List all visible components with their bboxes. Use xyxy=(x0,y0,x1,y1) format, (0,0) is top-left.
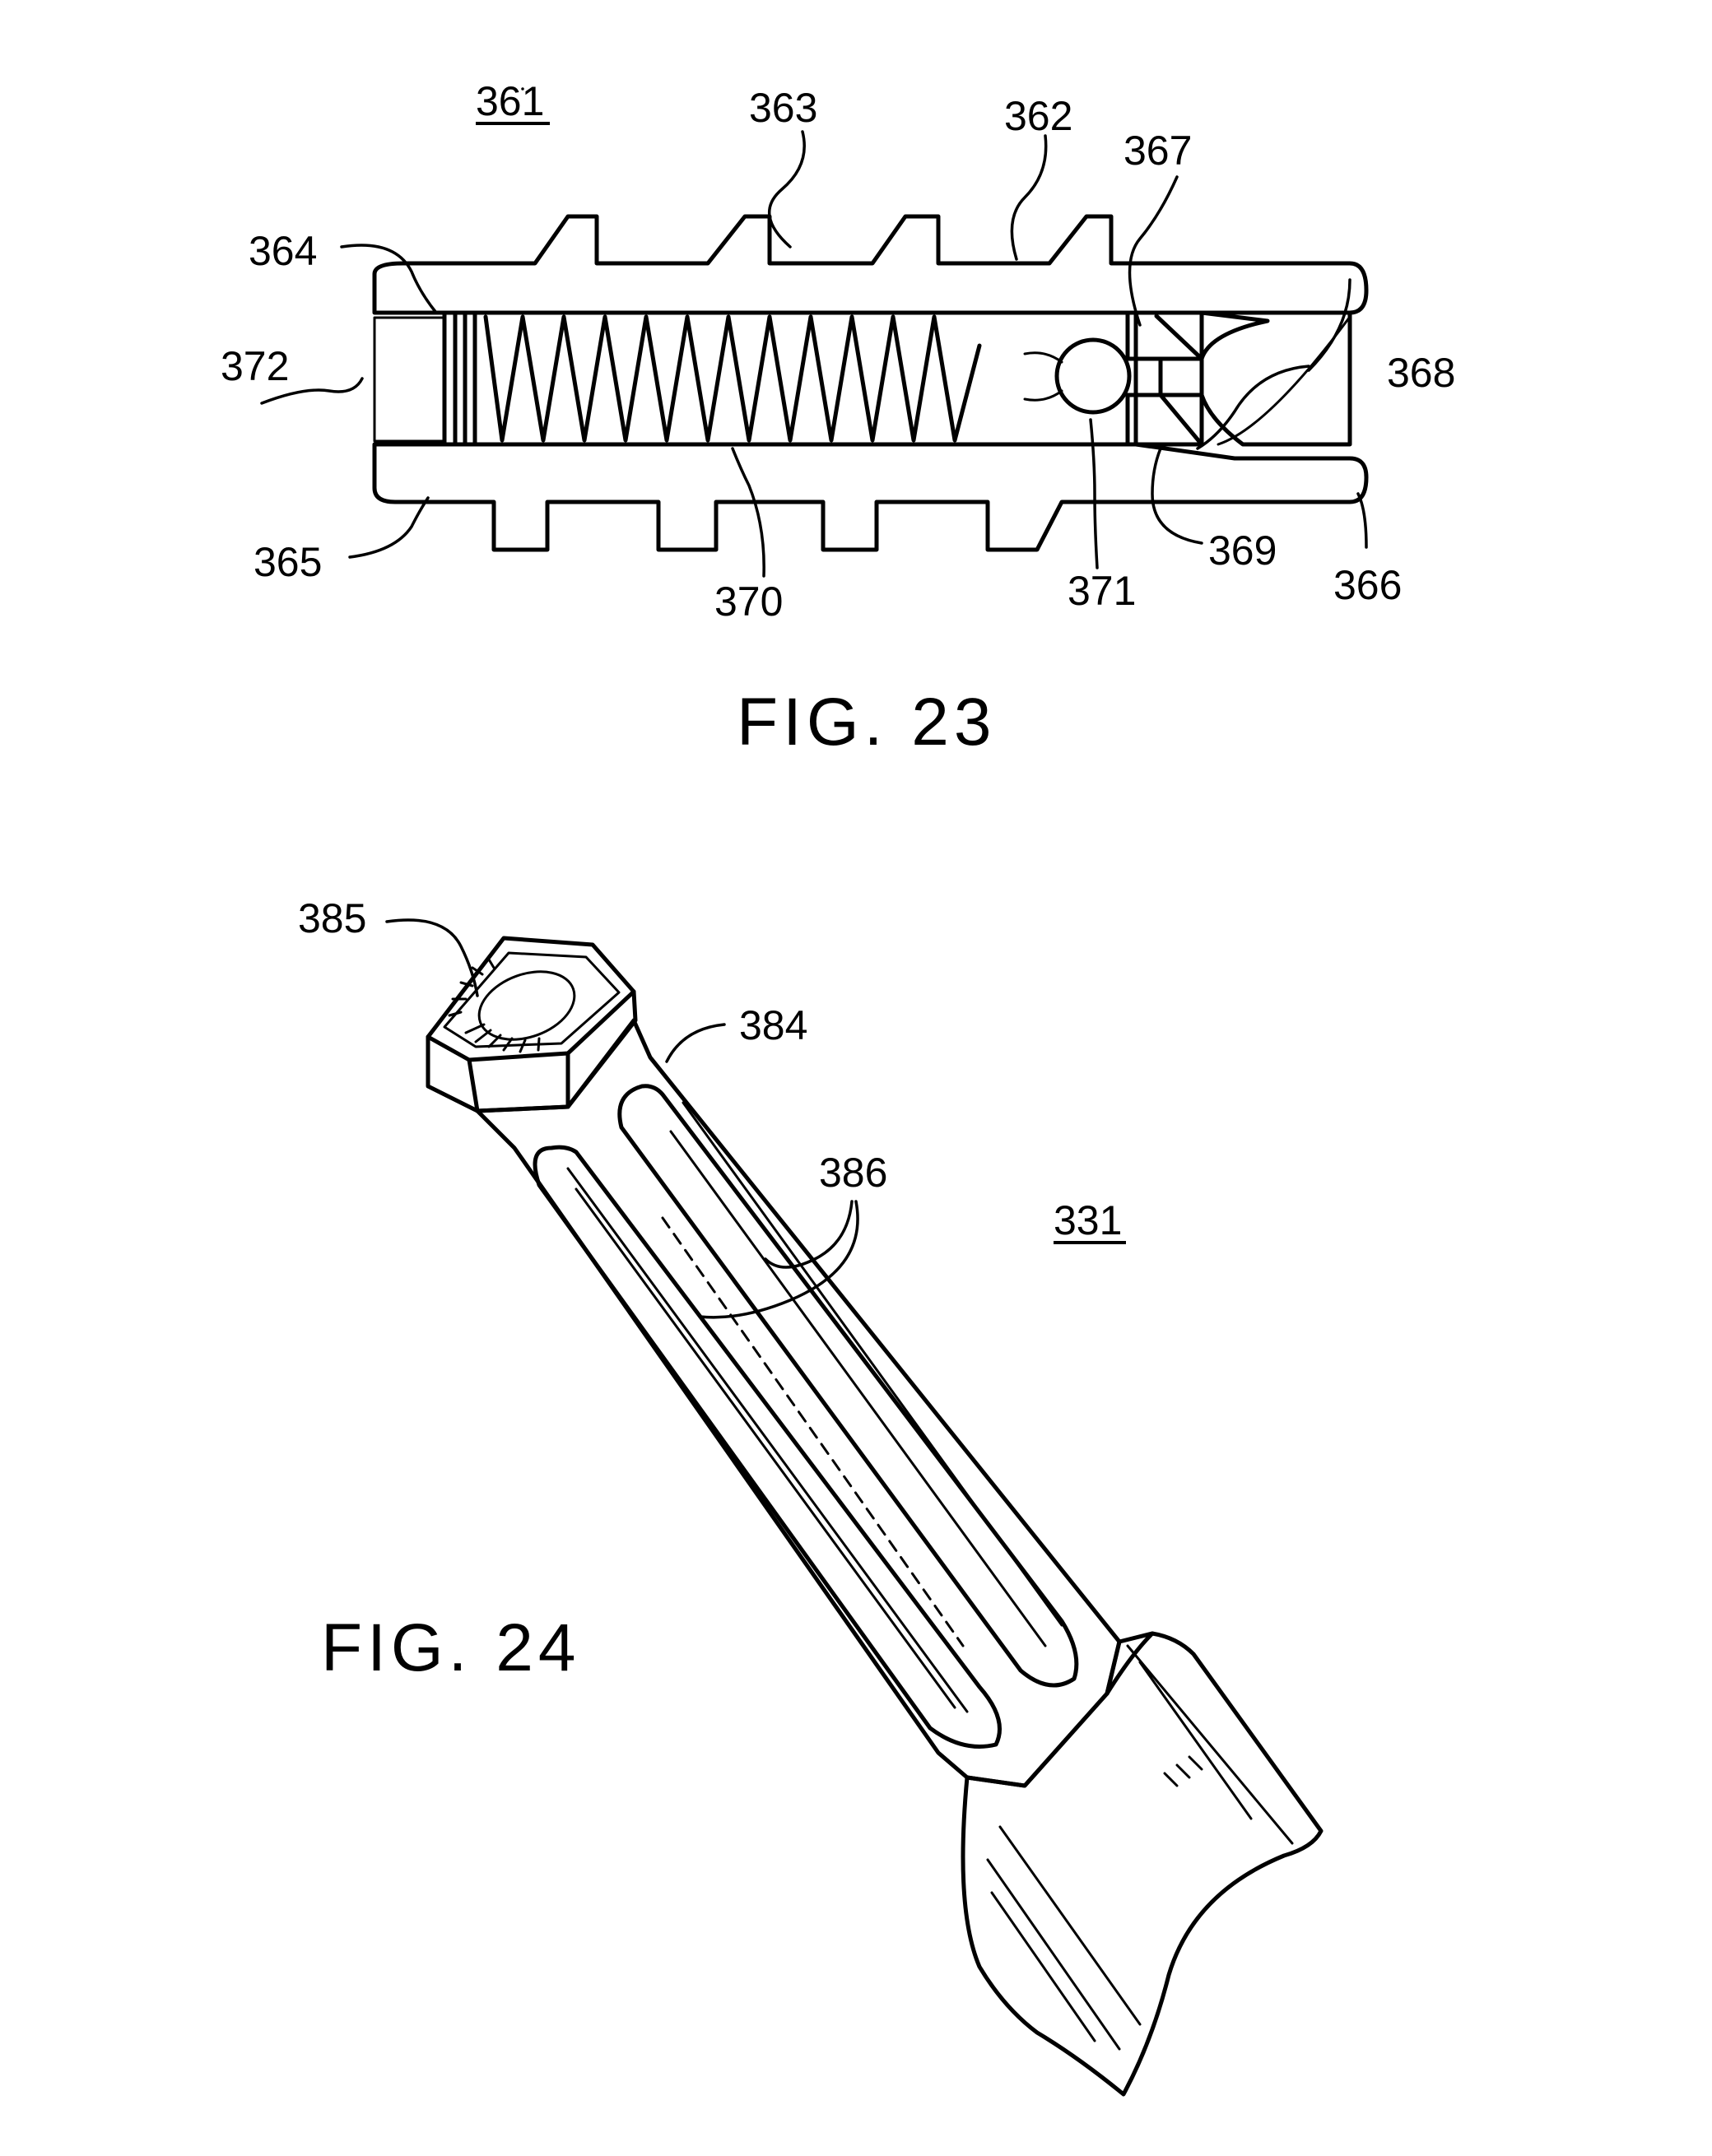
ref-369: 369 xyxy=(1208,527,1277,574)
fig23-assembly-ref: 361 xyxy=(476,78,544,124)
ref-385: 385 xyxy=(298,895,366,941)
ref-363: 363 xyxy=(749,85,817,131)
ref-365: 365 xyxy=(254,539,322,585)
fig23-cross-section xyxy=(262,89,1366,576)
fig23-ball xyxy=(1057,340,1129,412)
ref-384: 384 xyxy=(739,1002,807,1048)
fig24-blade xyxy=(963,1633,1321,2094)
fig24-caption: FIG. 24 xyxy=(321,1610,580,1685)
fig24-hex-head xyxy=(428,938,635,1111)
ref-370: 370 xyxy=(714,578,783,625)
fig24-assembly-ref: 331 xyxy=(1054,1197,1122,1243)
fig23-caption: FIG. 23 xyxy=(737,685,996,760)
ref-371: 371 xyxy=(1068,568,1136,614)
fig23-upper-wall xyxy=(374,216,1366,313)
ref-368: 368 xyxy=(1387,350,1455,396)
ref-362: 362 xyxy=(1004,93,1072,139)
ref-367: 367 xyxy=(1124,128,1192,174)
ref-386: 386 xyxy=(819,1150,887,1196)
fig23-bore xyxy=(444,313,1136,444)
fig23-valve-seat xyxy=(1128,313,1202,444)
ref-364: 364 xyxy=(249,228,317,274)
ref-372: 372 xyxy=(221,343,289,389)
ref-366: 366 xyxy=(1333,562,1402,608)
fig23-spring xyxy=(486,317,979,440)
fig23-end-opening xyxy=(374,318,444,441)
fig24-tool-view xyxy=(387,920,1321,2094)
